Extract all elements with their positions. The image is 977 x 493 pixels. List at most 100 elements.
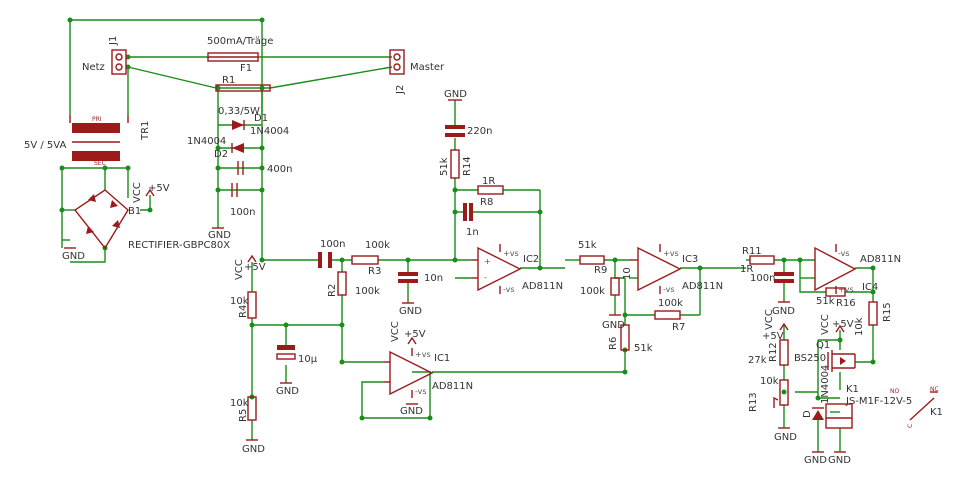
label-r1-value: 0,33/5W xyxy=(218,106,260,117)
label-plus5v-r12: +5V xyxy=(762,331,784,342)
label-tr-pri: PRI xyxy=(92,116,102,123)
label-q1: Q1 xyxy=(816,340,830,351)
resistor-r4 xyxy=(247,291,257,319)
label-c-10u: 10µ xyxy=(298,354,318,365)
label-gnd-k1-b: GND xyxy=(828,455,851,466)
label-c-100n-a: 100n xyxy=(230,207,255,218)
capacitor-10n xyxy=(398,272,418,283)
label-r1: R1 xyxy=(222,75,235,86)
resistor-r15 xyxy=(868,301,878,326)
resistor-r2 xyxy=(337,271,347,296)
resistor-r10 xyxy=(610,277,620,296)
label-ic3: IC3 xyxy=(682,254,698,265)
label-r3-value: 100k xyxy=(365,240,390,251)
label-b1: B1 xyxy=(128,206,141,217)
label-ic4-part: AD811N xyxy=(860,254,901,265)
label-vcc-q1: VCC xyxy=(820,314,831,335)
label-r12: R12 xyxy=(768,342,779,362)
label-plus5v-q1: +5V xyxy=(832,319,854,330)
label-ic1: IC1 xyxy=(434,353,450,364)
label-r9: R9 xyxy=(594,265,607,276)
resistor-r8 xyxy=(477,185,504,195)
label-r14-value: 51k xyxy=(439,157,450,176)
label-c-100n-b: 100n xyxy=(320,239,345,250)
supply-arrows xyxy=(145,188,845,345)
label-ic2-in-minus: - xyxy=(484,273,487,282)
label-d2-value: 1N4004 xyxy=(187,136,226,147)
diode-d2 xyxy=(231,143,244,153)
label-gnd-r10: GND xyxy=(602,320,625,331)
label-r7-value: 100k xyxy=(658,298,683,309)
connector-j1 xyxy=(111,49,127,75)
label-ic3-part: AD811N xyxy=(682,281,723,292)
label-r15: R15 xyxy=(882,302,893,322)
transformer-tr1 xyxy=(69,115,129,161)
label-r12-value: 27k xyxy=(748,355,767,366)
label-plus5v-b1: +5V xyxy=(148,183,170,194)
label-r6: R6 xyxy=(608,337,619,350)
label-ic2-in-plus: + xyxy=(484,257,491,266)
label-d1-value: 1N4004 xyxy=(250,126,289,137)
label-d-relay-value: 1N4004 xyxy=(820,365,831,404)
resistor-r5 xyxy=(247,396,257,421)
label-ic3-vs-minus: -vs xyxy=(663,285,675,294)
label-c-10n: 10n xyxy=(424,273,443,284)
opamp-ic2 xyxy=(472,244,522,294)
ground-symbols xyxy=(64,99,846,453)
label-r13-value: 10k xyxy=(760,376,779,387)
label-gnd-r13: GND xyxy=(774,432,797,443)
label-gnd-b1: GND xyxy=(62,251,85,262)
label-relay-part: JS-M1F-12V-5 xyxy=(845,396,912,407)
resistor-r1 xyxy=(215,84,271,92)
label-ic1-vs-plus: +vs xyxy=(415,350,431,359)
label-r7: R7 xyxy=(672,322,685,333)
label-r14: R14 xyxy=(462,156,473,176)
label-master: Master xyxy=(410,62,445,73)
label-tr1: TR1 xyxy=(140,121,151,141)
potentiometer-r13 xyxy=(773,379,789,408)
opamp-ic3 xyxy=(630,244,682,294)
label-ic4-vs-minus: -vs xyxy=(838,249,850,258)
label-c-400n: 400n xyxy=(267,164,292,175)
capacitor-100n-input xyxy=(318,252,332,268)
label-gnd-c100n: GND xyxy=(772,306,795,317)
label-tr-rating: 5V / 5VA xyxy=(24,140,66,151)
label-gnd-c10u: GND xyxy=(276,386,299,397)
label-gnd-10n: GND xyxy=(399,306,422,317)
label-gnd-top: GND xyxy=(444,89,467,100)
label-d2: D2 xyxy=(214,149,228,160)
connector-j2 xyxy=(389,49,405,75)
resistor-r3 xyxy=(351,255,379,265)
fuse-f1 xyxy=(207,52,259,62)
label-r2-value: 100k xyxy=(355,286,380,297)
label-gnd-ic1: GND xyxy=(400,406,423,417)
label-ic2-part: AD811N xyxy=(522,281,563,292)
label-c-1n: 1n xyxy=(466,227,479,238)
label-vcc-ic1: VCC xyxy=(390,321,401,342)
label-ic4: IC4 xyxy=(862,282,878,293)
label-ic3-vs-plus: +vs xyxy=(663,249,679,258)
label-tr-sec: SEC xyxy=(94,160,106,167)
label-fuse-value: 500mA/Träge xyxy=(207,36,273,47)
relay-k1-coil xyxy=(825,403,853,429)
label-ic2-vs-plus: +vs xyxy=(503,249,519,258)
label-gnd-a: GND xyxy=(208,230,231,241)
label-r16-value: 51k xyxy=(816,296,835,307)
diode-relay xyxy=(812,407,824,420)
label-no: NO xyxy=(890,388,899,395)
label-netz: Netz xyxy=(82,62,105,73)
capacitor-220n xyxy=(445,125,465,137)
label-r8: R8 xyxy=(480,197,493,208)
label-r9-value: 51k xyxy=(578,240,597,251)
label-gnd-k1-a: GND xyxy=(804,455,827,466)
bridge-rectifier-b1 xyxy=(73,189,129,250)
resistor-r16 xyxy=(825,287,846,297)
label-r11-value: 1R xyxy=(740,264,753,275)
capacitor-100n-psu xyxy=(231,183,238,197)
label-k1-contact: K1 xyxy=(930,407,943,418)
label-r5: R5 xyxy=(238,409,249,422)
label-r10: 10 xyxy=(622,267,633,280)
label-r2: R2 xyxy=(327,284,338,297)
